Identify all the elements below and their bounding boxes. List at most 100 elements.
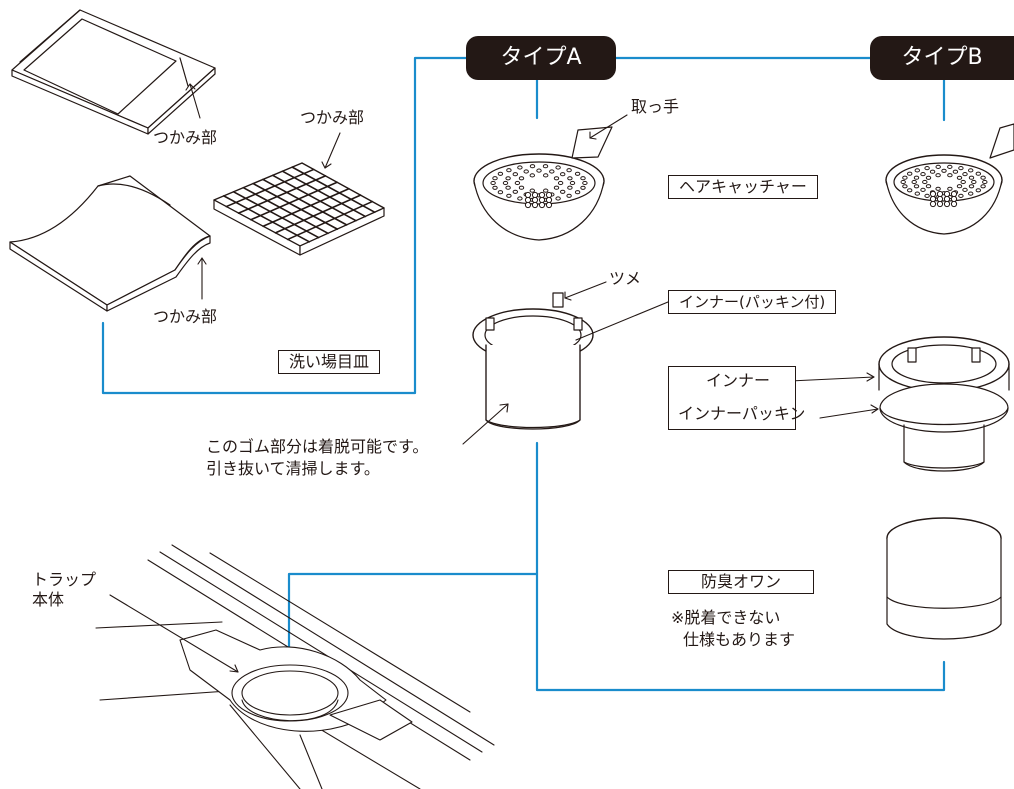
strainer-hole	[913, 175, 920, 180]
grate-bar	[271, 174, 357, 222]
strainer-hole	[538, 196, 546, 204]
odor-cup-drawing	[886, 517, 1002, 640]
grate-bar	[232, 190, 320, 239]
leader-lines	[109, 83, 879, 673]
strainer-hole	[911, 179, 917, 185]
type-a-lower-connector	[535, 441, 946, 692]
strainer-hole	[943, 195, 951, 203]
rubber-note-line2: 引き抜いて清掃します。	[206, 459, 380, 478]
strainer-hole	[924, 193, 930, 198]
strainer-hole	[543, 188, 549, 193]
trap-label-line2: 本体	[32, 590, 65, 609]
strainer-hole	[902, 175, 908, 180]
grate-drawing	[213, 162, 385, 256]
strainer-hole	[538, 191, 546, 199]
plate-top-grip-label: つかみ部	[153, 128, 218, 147]
rubber-note: このゴム部分は着脱可能です。 引き抜いて清掃します。	[206, 436, 428, 480]
strainer-hole	[529, 164, 536, 169]
strainer-hole	[524, 201, 532, 209]
strainer-hole	[567, 185, 573, 190]
strainer-hole	[580, 185, 586, 190]
odor-note: ※脱着できない 仕様もあります	[671, 607, 795, 651]
hair-catcher-label: ヘアキャッチャー	[668, 175, 818, 199]
strainer-hole	[582, 180, 588, 186]
strainer-hole	[518, 185, 525, 190]
strainer-hole	[574, 171, 581, 176]
strainer-hole	[523, 169, 529, 174]
strainer-hole	[497, 171, 504, 176]
strainer-hole	[518, 176, 525, 181]
inner-label: インナー	[706, 371, 771, 390]
strainer-hole	[950, 200, 958, 208]
strainer-hole	[947, 164, 953, 169]
strainer-hole	[968, 184, 975, 189]
strainer-hole	[947, 186, 953, 191]
strainer-hole	[943, 190, 951, 198]
strainer-hole	[962, 172, 968, 177]
strainer-hole	[531, 196, 539, 204]
strainer-hole	[968, 191, 974, 196]
odor-note-line2: 仕様もあります	[683, 630, 796, 649]
strainer-hole	[512, 189, 518, 194]
strainer-hole	[935, 173, 941, 178]
strainer-hole	[907, 188, 913, 193]
grate-bar	[250, 181, 338, 221]
odor-note-line1: ※脱着できない	[671, 608, 781, 627]
strainer-hole	[560, 172, 566, 177]
grate-bar	[291, 166, 376, 214]
trap-label: トラップ 本体	[32, 570, 96, 610]
strainer-hole	[505, 176, 511, 181]
strainer-hole	[531, 191, 539, 199]
connector-lines	[101, 56, 946, 702]
strainer-hole	[492, 185, 498, 190]
strainer-hole	[549, 169, 555, 174]
strainer-hole	[538, 201, 546, 209]
strainer-hole	[531, 201, 539, 209]
strainer-hole	[929, 169, 936, 174]
strainer-hole	[935, 164, 941, 169]
strainer-hole	[913, 184, 920, 189]
plate-wave-drawing	[9, 175, 211, 312]
grate-bar	[274, 194, 362, 234]
strainer-hole	[517, 165, 523, 170]
strainer-hole	[920, 187, 926, 192]
strainer-hole	[545, 191, 553, 199]
strainer-hole	[929, 200, 937, 208]
strainer-hole	[542, 164, 549, 169]
strainer-hole	[950, 195, 958, 203]
strainer-hole	[958, 166, 964, 171]
strainer-hole	[566, 193, 572, 198]
inner-labels-box	[668, 366, 796, 430]
strainer-hole	[960, 179, 966, 185]
grate-grip-label: つかみ部	[300, 108, 365, 127]
strainer-hole	[975, 171, 981, 176]
strainer-hole	[968, 168, 974, 173]
strainer-hole	[490, 180, 496, 186]
grate-bar	[242, 186, 329, 235]
strainer-hole	[529, 173, 535, 178]
strainer-hole	[925, 175, 932, 180]
strainer-hole	[545, 201, 553, 209]
strainer-hole	[553, 176, 560, 181]
strainer-hole	[543, 173, 549, 178]
strainer-hole	[952, 169, 959, 174]
inner-packing-label: インナーパッキン	[678, 404, 806, 423]
grate-bar	[262, 187, 350, 228]
strainer-hole	[914, 168, 920, 173]
type-b-badge: タイプB	[870, 36, 1014, 80]
strainer-hole	[936, 195, 944, 203]
strainer-hole	[907, 171, 913, 176]
strainer-hole	[567, 176, 573, 181]
strainer-hole	[529, 188, 535, 193]
strainer-hole	[929, 195, 937, 203]
strainer-hole	[512, 172, 518, 177]
strainer-hole	[524, 196, 532, 204]
strainer-hole	[506, 193, 512, 198]
strainer-hole	[569, 180, 576, 186]
strainer-hole	[936, 190, 944, 198]
grate-bar	[281, 170, 367, 218]
strainer-hole	[971, 179, 977, 185]
grate-bar	[286, 200, 374, 241]
inner-a-drawing	[472, 292, 594, 430]
strainer-hole	[555, 196, 561, 201]
